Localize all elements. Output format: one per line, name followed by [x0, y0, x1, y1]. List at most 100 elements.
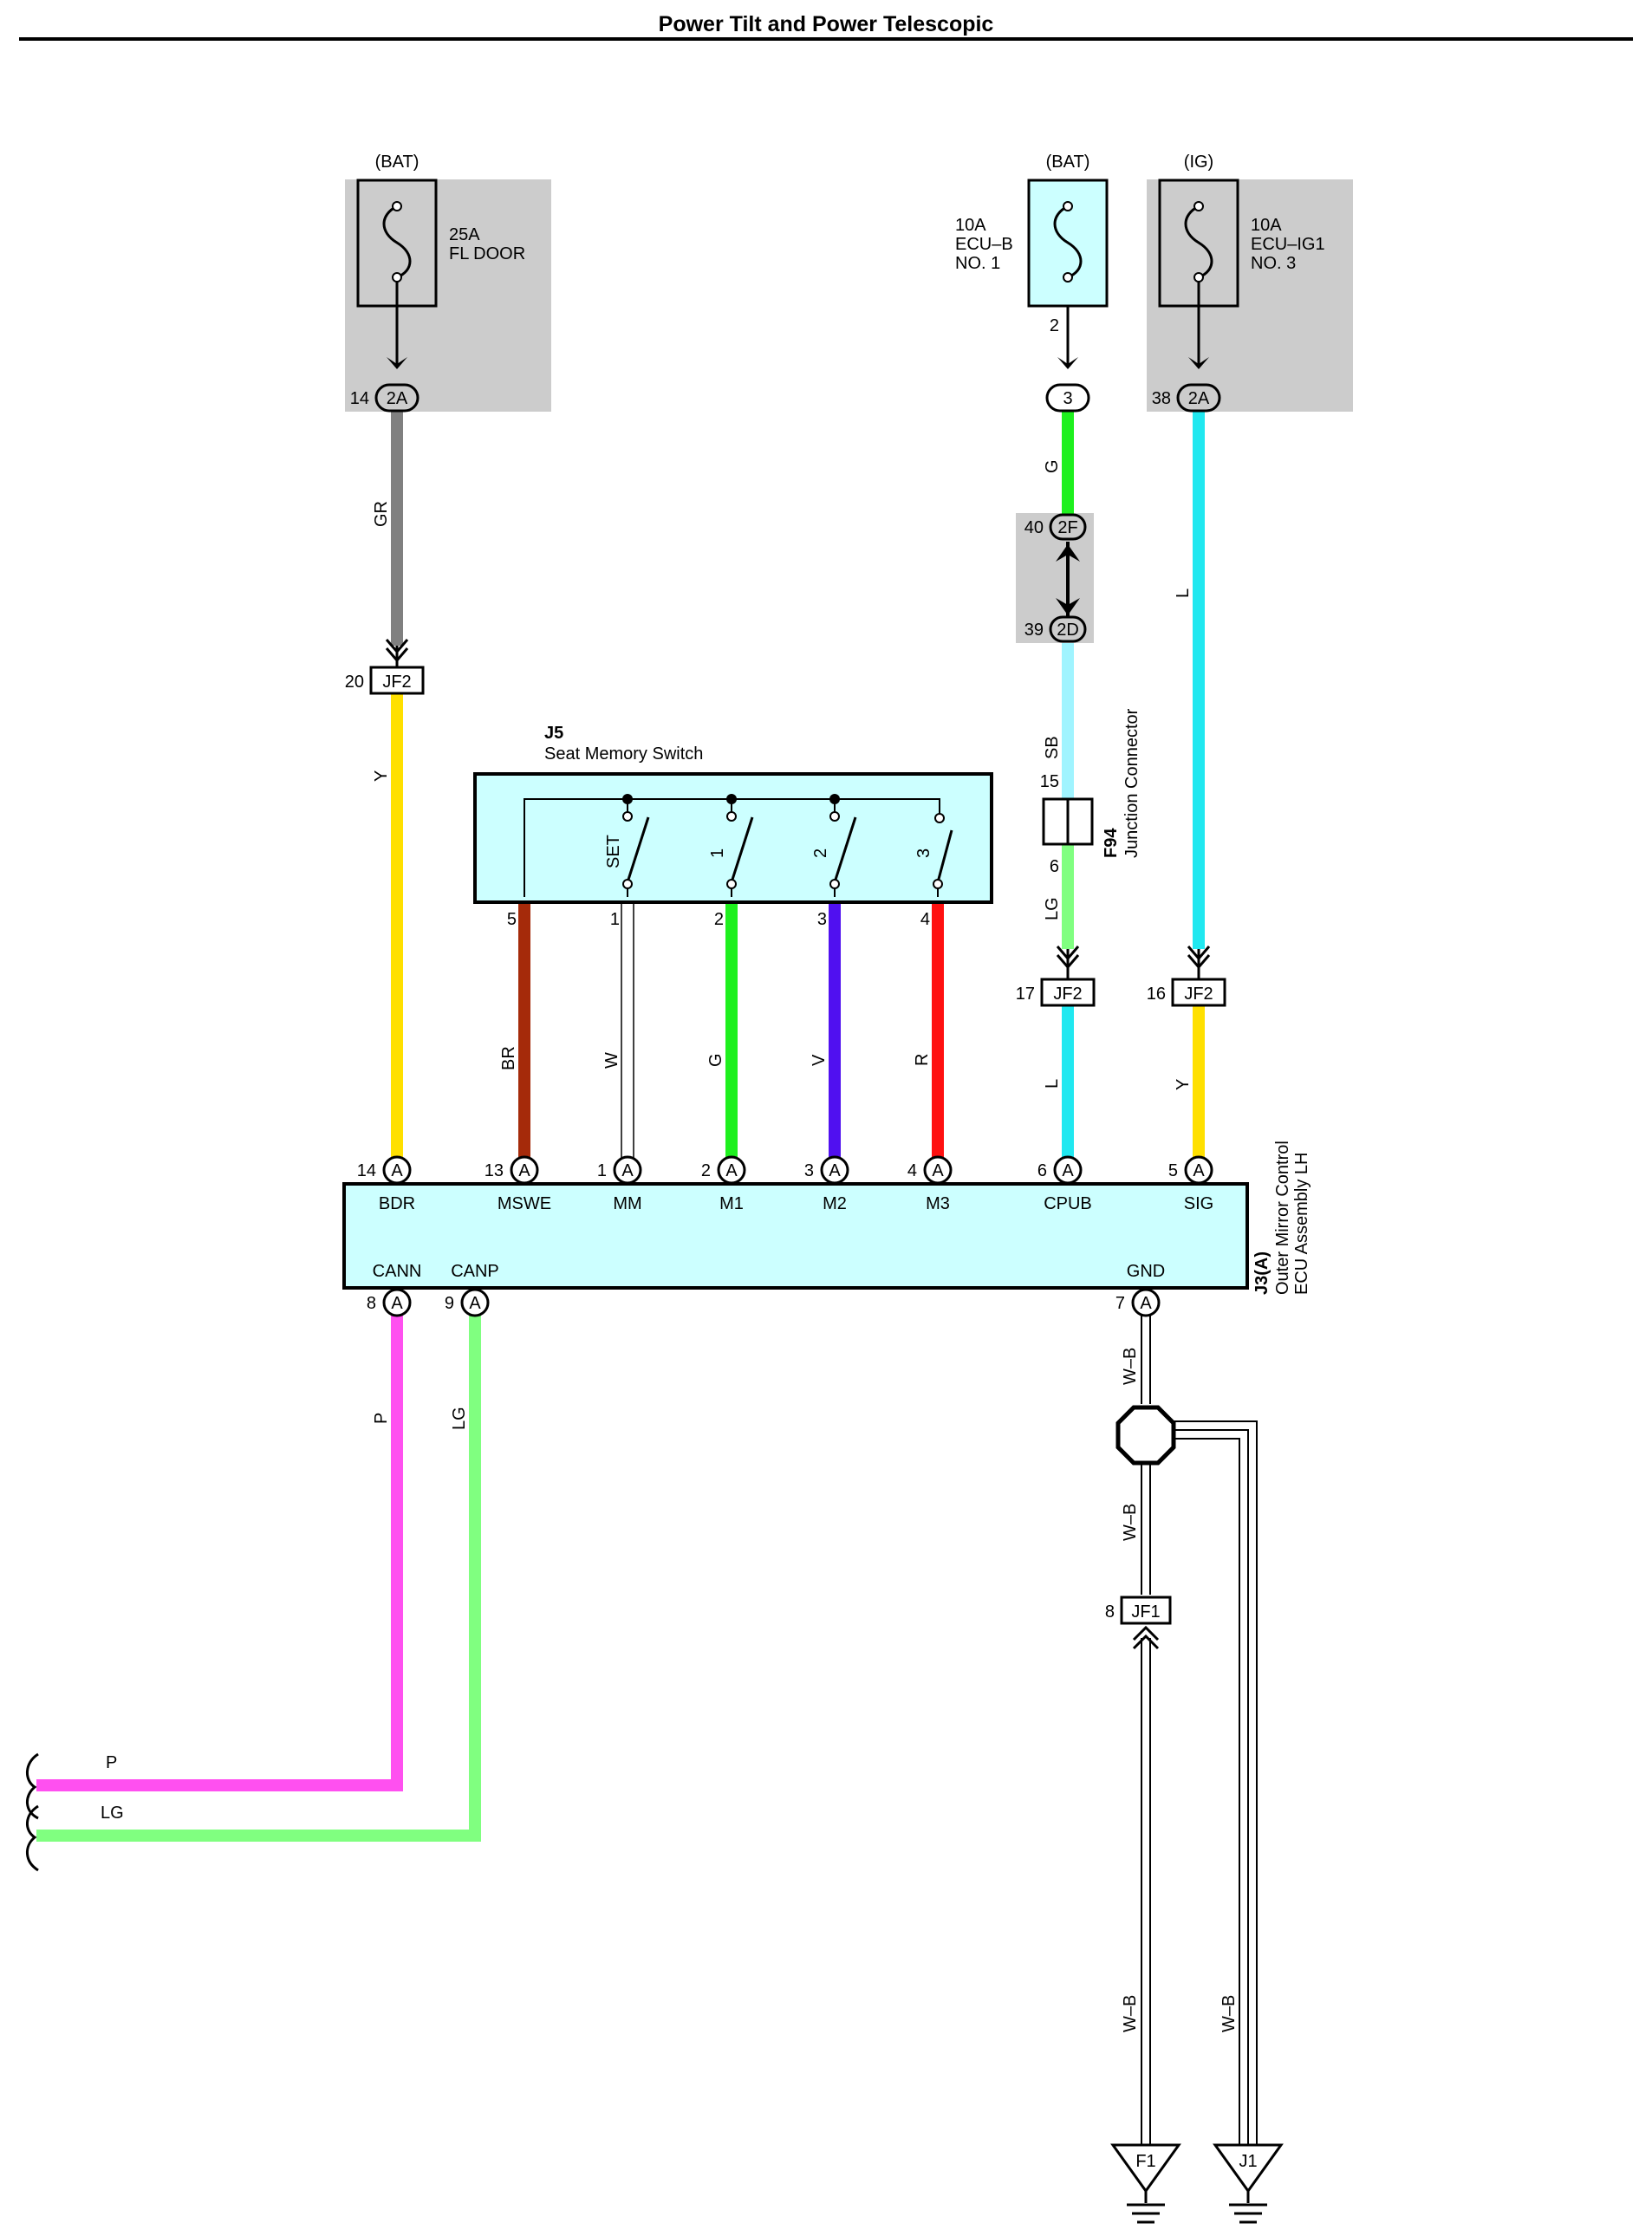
wire-label-g-top: G: [1043, 459, 1062, 473]
wire-label-l-mid: L: [1043, 1079, 1062, 1089]
wire-br: [518, 897, 530, 1170]
connector-2f: 2F: [1049, 513, 1087, 541]
wire-wb: [1141, 1313, 1258, 2145]
switch-contact-3: 3: [914, 848, 933, 858]
svg-text:A: A: [1140, 1294, 1152, 1313]
chevron-up-icon: [1132, 1625, 1160, 1650]
svg-text:M3: M3: [926, 1194, 950, 1213]
jf2-mid-box: [1040, 978, 1096, 1007]
wire-r: [932, 897, 944, 1170]
switch-pin-5: 5: [507, 910, 517, 929]
fuse-area-fl-door: [345, 179, 551, 412]
svg-text:M1: M1: [719, 1194, 744, 1213]
wire-label-y-right: Y: [1174, 1079, 1193, 1090]
wire-label-lg-h: LG: [101, 1804, 124, 1823]
jf2-right-box: [1171, 978, 1226, 1007]
connector-2a-left: 2A: [374, 383, 420, 413]
pin-40: 40: [1024, 518, 1044, 537]
fuse1-rating: 25A: [449, 225, 480, 244]
svg-text:MSWE: MSWE: [498, 1194, 551, 1213]
wire-label-g-sw: G: [706, 1053, 725, 1067]
fuse2-pin-top: 2: [1050, 316, 1059, 335]
svg-text:13: 13: [485, 1161, 504, 1180]
wire-label-br: BR: [499, 1046, 518, 1070]
fuse-icon: [1053, 201, 1083, 283]
wire-label-wb-1: W–B: [1121, 1348, 1140, 1385]
f94-pin-out: 6: [1050, 857, 1059, 876]
svg-text:CANP: CANP: [451, 1262, 499, 1281]
svg-text:14: 14: [357, 1161, 376, 1180]
svg-text:A: A: [469, 1294, 481, 1313]
wire-p: [36, 1313, 403, 1791]
wire-g-top: [1062, 412, 1074, 516]
ecu-terminal-cann: CANN A 8: [367, 1262, 422, 1317]
connector-2d: 2D: [1049, 615, 1087, 643]
fuse1-source: (BAT): [375, 153, 420, 172]
svg-text:9: 9: [445, 1294, 454, 1313]
ecu-id: J3(A): [1252, 1251, 1272, 1295]
svg-text:A: A: [1062, 1161, 1074, 1180]
fuse-area-ecu-ig1: [1147, 179, 1353, 412]
f94-pin-in: 15: [1040, 772, 1059, 791]
f94-id: F94: [1102, 828, 1121, 858]
fuse3-source: (IG): [1184, 153, 1213, 172]
fuse2-name: ECU–B: [955, 235, 1013, 254]
wire-label-w: W: [602, 1052, 621, 1069]
ecu-terminal-cpub: A 6 CPUB: [1037, 1155, 1092, 1213]
fuse3-name: ECU–IG1: [1251, 235, 1325, 254]
svg-text:A: A: [391, 1294, 403, 1313]
fuse3-rating: 10A: [1251, 216, 1282, 235]
svg-text:A: A: [829, 1161, 841, 1180]
svg-text:CANN: CANN: [373, 1262, 422, 1281]
wire-label-v: V: [810, 1054, 829, 1066]
jf2-mid-name: JF2: [1053, 985, 1082, 1004]
wire-l-mid: [1062, 1005, 1074, 1170]
svg-text:GND: GND: [1127, 1262, 1165, 1281]
fuse1-name: FL DOOR: [449, 244, 525, 263]
splice-point-icon: [1115, 1405, 1176, 1466]
svg-text:2D: 2D: [1057, 621, 1079, 640]
svg-text:2A: 2A: [1188, 389, 1210, 408]
wire-lg-can: [36, 1313, 481, 1842]
switch-contact-2: 2: [811, 848, 830, 858]
wire-label-wb-3: W–B: [1121, 1995, 1140, 2032]
wire-label-lg-mid: LG: [1043, 897, 1062, 920]
svg-text:CPUB: CPUB: [1044, 1194, 1092, 1213]
ground-f1-label: F1: [1135, 2152, 1155, 2171]
ecu-terminal-m3: A 4 M3: [907, 1155, 953, 1213]
arrow-icon: [387, 357, 407, 369]
jf2-right-name: JF2: [1184, 985, 1213, 1004]
fuse2-source: (BAT): [1046, 153, 1090, 172]
wire-label-p-h: P: [106, 1753, 117, 1772]
wire-label-r: R: [913, 1054, 932, 1066]
wire-label-l-right: L: [1174, 588, 1193, 598]
wire-w: [621, 896, 634, 1171]
jf1-name: JF1: [1131, 1602, 1160, 1622]
wire-v: [829, 897, 841, 1170]
jf2-left-box: [369, 666, 425, 695]
svg-text:7: 7: [1115, 1294, 1125, 1313]
switch-contacts: [622, 794, 945, 889]
switch-name: Seat Memory Switch: [544, 744, 703, 764]
svg-text:A: A: [518, 1161, 530, 1180]
pin-14-fl: 14: [350, 389, 369, 408]
svg-text:3: 3: [1063, 389, 1072, 408]
switch-id: J5: [544, 724, 563, 743]
wire-label-gr: GR: [372, 501, 391, 527]
jf2-left-pin: 20: [345, 673, 364, 692]
wire-label-sb: SB: [1043, 736, 1062, 759]
ecu-terminal-bdr: A 14 BDR: [357, 1155, 415, 1213]
jf1-box: [1120, 1596, 1172, 1625]
ground-j1-label: J1: [1239, 2152, 1257, 2171]
ecu-name2: ECU Assembly LH: [1292, 1153, 1311, 1296]
wire-label-p: P: [372, 1413, 391, 1424]
ecu-terminal-m1: A 2 M1: [701, 1155, 746, 1213]
switch-pin-4: 4: [920, 910, 930, 929]
title-rule: [19, 37, 1633, 41]
ecu-terminal-mswe: A 13 MSWE: [485, 1155, 551, 1213]
jf2-right-pin: 16: [1147, 985, 1166, 1004]
wire-break-icon: [26, 1752, 39, 1820]
switch-pin-3: 3: [817, 910, 827, 929]
wire-label-wb-4: W–B: [1219, 1995, 1239, 2032]
